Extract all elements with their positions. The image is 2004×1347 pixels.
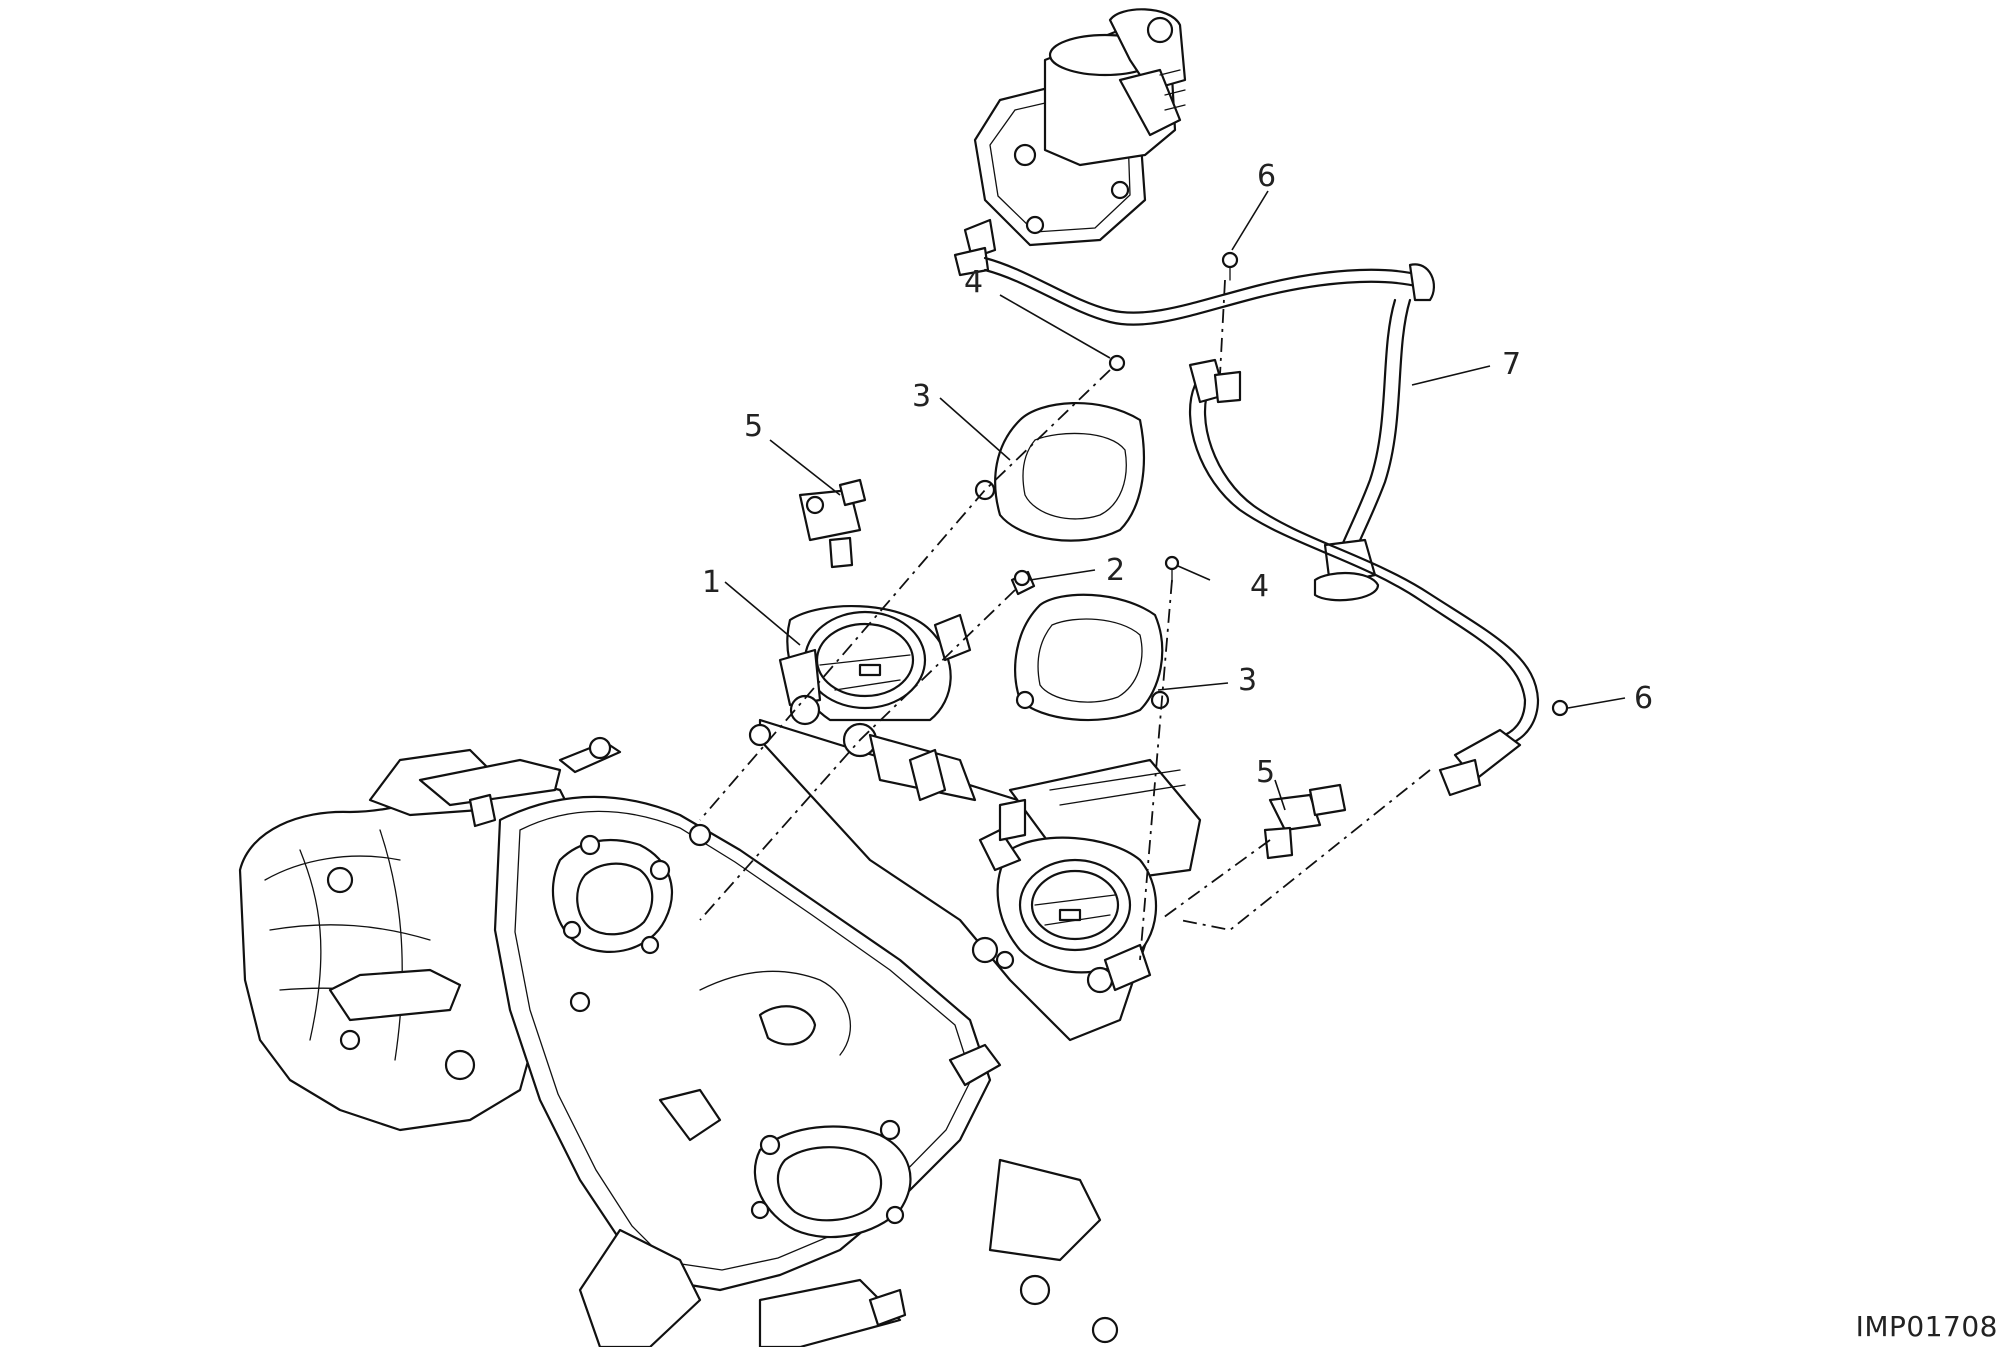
callout-3-upper: 3 <box>912 379 931 414</box>
intake-plenum-plate <box>493 795 1119 1347</box>
screw-4-lower <box>1164 555 1180 583</box>
callout-4-upper: 4 <box>964 265 983 300</box>
intake-bellmouth-upper <box>974 402 1146 542</box>
drawing-code: IMP01708 <box>1855 1310 1998 1343</box>
leader-lines <box>724 190 1626 811</box>
screw-2 <box>1010 569 1036 596</box>
callout-3-lower: 3 <box>1238 663 1257 698</box>
callout-5-upper: 5 <box>744 409 763 444</box>
throttle-body <box>748 604 1202 1042</box>
callout-7: 7 <box>1502 347 1521 382</box>
fuel-pump <box>953 8 1187 277</box>
screw-4-upper <box>1108 354 1126 372</box>
assembly-lines <box>699 279 1431 961</box>
screw-6-lower <box>1551 699 1569 717</box>
callout-6-upper: 6 <box>1257 159 1276 194</box>
callout-6-lower: 6 <box>1634 681 1653 716</box>
callout-2: 2 <box>1106 553 1125 588</box>
callout-4-lower: 4 <box>1250 569 1269 604</box>
sensor-lower <box>1263 783 1347 860</box>
engine-block <box>238 736 622 1132</box>
intake-bellmouth-lower <box>1014 593 1170 722</box>
callout-labels: 1 2 3 3 4 4 5 5 6 6 7 <box>702 159 1653 790</box>
callout-5-lower: 5 <box>1256 755 1275 790</box>
callout-1: 1 <box>702 565 721 600</box>
vapour-hose <box>983 256 1540 797</box>
sensor-upper <box>798 478 867 569</box>
screw-6-upper <box>1221 251 1239 281</box>
